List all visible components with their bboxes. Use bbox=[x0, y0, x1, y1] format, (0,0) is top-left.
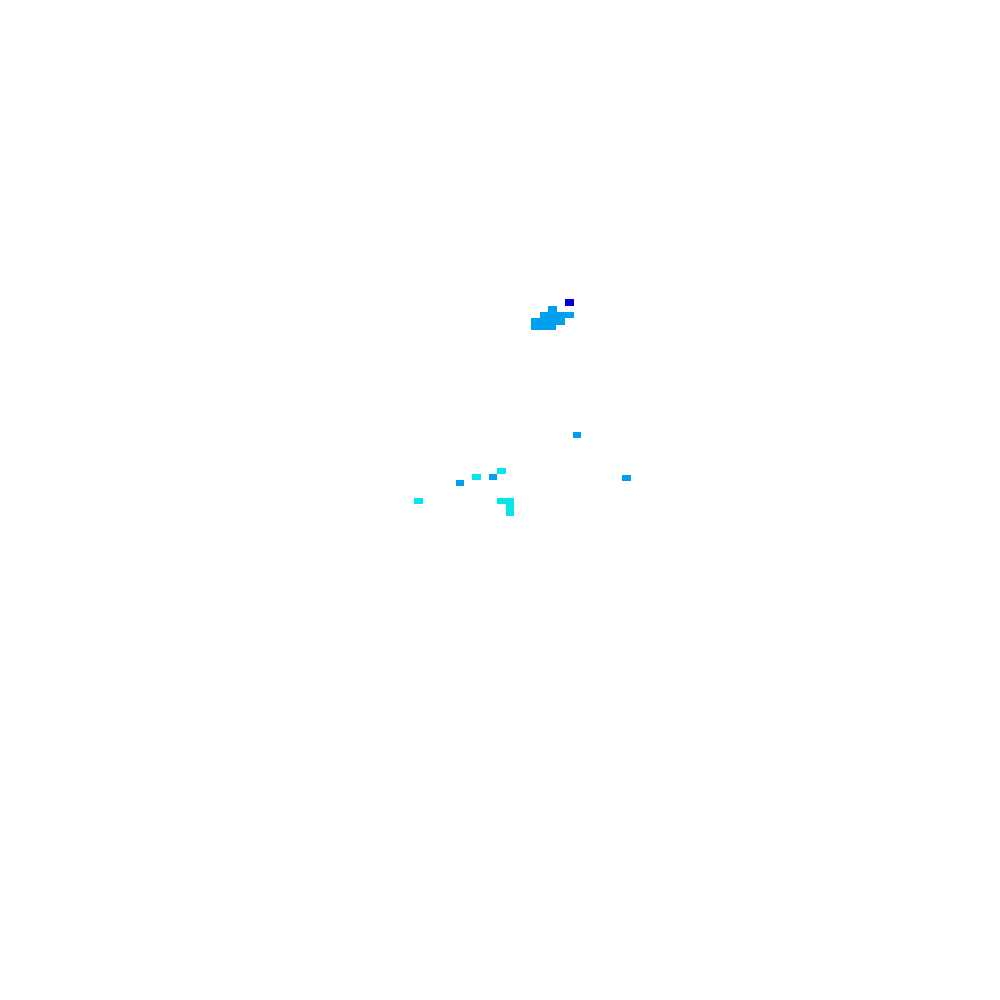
precip-cell-cyan bbox=[497, 498, 514, 504]
precip-cell-medium-blue bbox=[531, 324, 556, 330]
precip-cell-medium-blue bbox=[548, 306, 557, 312]
precip-cell-medium-blue bbox=[531, 318, 565, 325]
precipitation-cells bbox=[414, 299, 631, 516]
precip-cell-cyan bbox=[506, 510, 514, 516]
precip-cell-medium-blue bbox=[456, 480, 464, 486]
precip-cell-medium-blue bbox=[622, 475, 631, 481]
precip-cell-cyan bbox=[472, 474, 481, 480]
precip-cell-dark-blue bbox=[565, 299, 574, 306]
precip-cell-medium-blue bbox=[573, 432, 581, 438]
precip-cell-medium-blue bbox=[489, 474, 497, 480]
precip-cell-cyan bbox=[497, 468, 506, 474]
precip-cell-medium-blue bbox=[540, 312, 574, 318]
precip-cell-cyan bbox=[414, 498, 423, 504]
precip-cell-cyan bbox=[506, 504, 514, 510]
